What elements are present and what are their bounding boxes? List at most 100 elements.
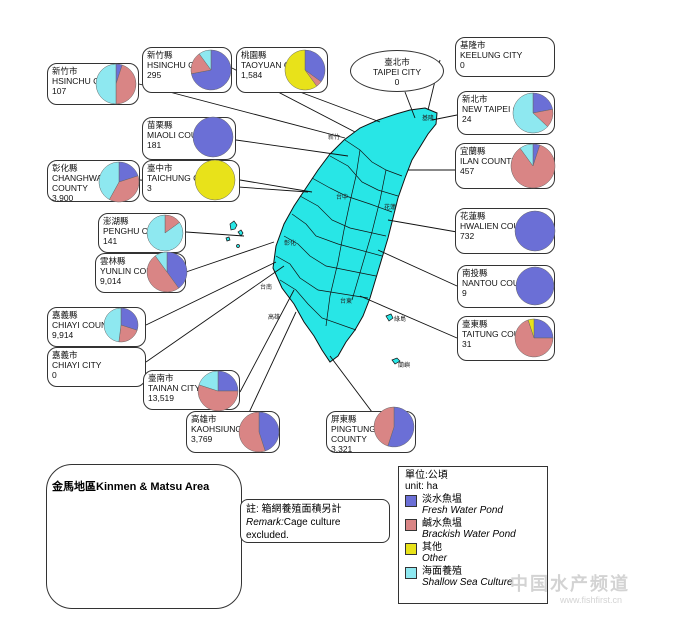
- pie-slice-sea: [512, 92, 548, 134]
- pie-slice-sea: [198, 49, 212, 71]
- county-value: 3,769: [191, 434, 213, 444]
- pie-new-taipei-city: [512, 92, 554, 134]
- pie-slice-other: [194, 159, 236, 201]
- map-label-tainan: 台南: [260, 285, 273, 291]
- pie-slice-brackish: [197, 384, 239, 412]
- county-value: 141: [103, 236, 118, 246]
- county-value: 31: [462, 339, 472, 349]
- county-name-en: TAIPEI CITY: [372, 67, 422, 77]
- remark-en-label: Remark:: [246, 517, 284, 528]
- pie-miaoli-county: [192, 116, 234, 158]
- county-name-en: HWALIEN COUNTY: [460, 221, 537, 231]
- pie-nantou-county: [515, 266, 555, 306]
- county-name-zh: 新竹市: [52, 66, 78, 76]
- pie-pingtung-county: [373, 406, 415, 448]
- legend-swatch-sea: [405, 567, 417, 579]
- pie-slice-brackish: [115, 64, 137, 105]
- pie-slice-brackish: [238, 411, 266, 453]
- county-name-zh: 宜蘭縣: [460, 146, 486, 156]
- pie-penghu-county: [146, 214, 184, 252]
- map-label-lanyu: 蘭嶼: [398, 363, 411, 369]
- county-value: 0: [460, 60, 465, 70]
- watermark-url: www.fishfirst.cn: [560, 595, 623, 605]
- county-name-zh: 花蓮縣: [460, 211, 486, 221]
- pie-slice-fresh: [258, 411, 280, 452]
- pie-slice-brackish: [109, 175, 140, 203]
- eastern-islands: [385, 313, 401, 365]
- pie-ilan-county: [510, 143, 556, 189]
- pie-hwalien-county: [514, 210, 556, 252]
- county-name-en: TAITUNG COUNTY: [462, 329, 537, 339]
- county-value: 9: [462, 288, 467, 298]
- county-name-en: ILAN COUNTY: [460, 156, 518, 166]
- county-name-zh: 新竹縣: [147, 50, 173, 60]
- taiwan-island: [272, 107, 438, 363]
- county-name-zh: 澎湖縣: [103, 216, 129, 226]
- legend-label-zh: 鹹水魚塭: [422, 518, 462, 529]
- legend-swatch-other: [405, 543, 417, 555]
- map-label-keelung: 基隆: [422, 116, 435, 122]
- county-name-en: NEW TAIPEI CITY: [462, 104, 533, 114]
- county-name-zh: 嘉義市: [52, 350, 78, 360]
- county-value: 3,321: [331, 444, 353, 454]
- county-value: 24: [462, 114, 472, 124]
- kinmen-matsu-title: 金馬地區Kinmen & Matsu Area: [52, 481, 210, 493]
- county-name-zh: 彰化縣: [52, 163, 78, 173]
- pie-slice-fresh: [387, 406, 415, 448]
- county-name-zh: 臺東縣: [462, 319, 488, 329]
- county-name-en: NANTOU COUNTY: [462, 278, 536, 288]
- legend-label-en: Other: [422, 553, 448, 564]
- county-name-en: CHANGHWA COUNTY: [52, 173, 102, 193]
- connector-lines: [110, 59, 458, 579]
- county-name-zh: 苗栗縣: [147, 120, 173, 130]
- county-name-en: TAINAN CITY: [148, 383, 201, 393]
- county-name-en: TAICHUNG CITY: [147, 173, 213, 183]
- county-value: 3: [147, 183, 152, 193]
- county-name-en: MIAOLI COUNTY: [147, 130, 215, 140]
- pie-slice-fresh: [304, 49, 326, 83]
- legend-label-en: Shallow Sea Culture: [422, 577, 513, 588]
- pie-slice-other: [284, 49, 318, 91]
- remark-en-text: Cage culture excluded.: [246, 517, 341, 541]
- county-name-en: KAOHSIUNG CITY: [191, 424, 264, 434]
- pie-slice-sea: [95, 63, 117, 105]
- pie-slice-brackish: [510, 144, 556, 189]
- pie-slice-fresh: [514, 210, 556, 252]
- pie-slice-brackish: [514, 319, 554, 358]
- map-label-hualien: 花蓮: [384, 205, 397, 211]
- county-name-en: PINGTUNG COUNTY: [331, 424, 376, 444]
- county-name-en: HSINCHU CITY: [52, 76, 113, 86]
- penghu-islands: [225, 220, 244, 248]
- pie-slice-sea: [519, 143, 534, 167]
- map-label-changhua: 彰化: [284, 241, 297, 247]
- pie-chiayi-county: [103, 307, 139, 343]
- county-value: 0: [52, 370, 57, 380]
- county-name-zh: 桃園縣: [241, 50, 267, 60]
- legend-title-zh: 單位:公頃: [405, 470, 448, 481]
- county-value: 295: [147, 70, 162, 80]
- legend-label-zh: 淡水魚塭: [422, 494, 462, 505]
- pie-slice-fresh: [166, 251, 188, 289]
- county-value: 0: [394, 77, 400, 87]
- county-value: 3,900: [52, 193, 74, 203]
- pie-slice-sea: [154, 251, 168, 273]
- pie-taoyuan-county: [284, 49, 326, 91]
- remark-box: 註: 箱網養殖面積另計 Remark:Cage culture excluded…: [240, 499, 390, 543]
- pie-changhwa-county: [98, 161, 140, 203]
- county-name-en: TAOYUAN COUNTY: [241, 60, 320, 70]
- pie-slice-fresh: [533, 318, 554, 339]
- pie-yunlin-county: [146, 251, 188, 293]
- watermark: 中国水产频道: [510, 574, 630, 594]
- pie-kaohsiung-city: [238, 411, 280, 453]
- county-name-zh: 南投縣: [462, 268, 488, 278]
- map-label-taichung: 台中: [336, 195, 349, 201]
- legend-swatch-brackish: [405, 519, 417, 531]
